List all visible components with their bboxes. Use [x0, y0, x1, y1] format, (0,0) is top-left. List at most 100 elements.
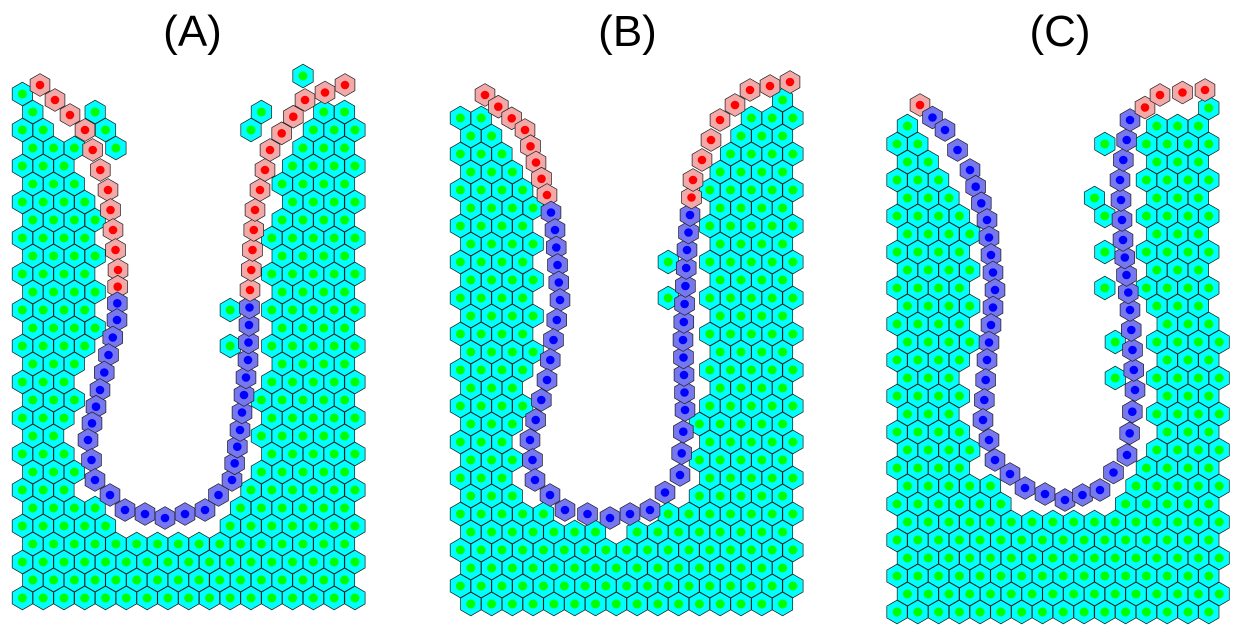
stroma-cell: [1146, 185, 1168, 211]
stroma-cell: [959, 473, 981, 499]
stroma-cell: [886, 527, 908, 553]
stroma-cell: [53, 189, 75, 215]
stroma-cell: [1187, 257, 1209, 283]
stroma-cell: [1083, 509, 1105, 535]
stroma-cell: [449, 177, 471, 203]
stroma-cell: [449, 249, 471, 275]
stroma-cell: [261, 297, 283, 323]
stroma-cell: [512, 537, 534, 563]
stem-cell: [114, 498, 136, 522]
stroma-cell: [1135, 491, 1157, 517]
stroma-cell: [699, 393, 721, 419]
stroma-cell: [1198, 275, 1220, 301]
stroma-cell: [292, 315, 314, 341]
stroma-cell: [250, 99, 272, 125]
stem-cell: [674, 292, 695, 316]
stroma-cell: [917, 329, 939, 355]
stroma-cell: [74, 261, 96, 287]
stroma-cell: [94, 117, 117, 143]
stroma-cell: [1156, 527, 1178, 553]
stroma-cell: [271, 531, 293, 557]
stroma-cell: [84, 567, 106, 593]
differentiated-cell: [271, 121, 292, 146]
stroma-cell: [63, 279, 85, 305]
stroma-cell: [209, 567, 231, 593]
stroma-cell: [460, 303, 482, 329]
stroma-cell: [11, 513, 33, 539]
stroma-cell: [1073, 599, 1095, 625]
stroma-cell: [761, 177, 783, 203]
stem-cell: [102, 325, 123, 350]
stroma-cell: [22, 171, 44, 197]
stroma-cell: [668, 591, 690, 617]
stroma-cell: [1198, 419, 1220, 445]
stroma-cell: [626, 555, 648, 581]
stroma-cell: [53, 225, 75, 251]
stroma-cell: [969, 599, 991, 625]
stroma-cell: [896, 293, 918, 319]
stroma-cell: [907, 239, 929, 265]
stroma-cell: [1156, 167, 1178, 193]
stroma-cell: [323, 153, 345, 179]
stroma-cell: [136, 549, 158, 575]
stroma-cell: [292, 279, 314, 305]
stroma-cell: [323, 261, 345, 287]
stroma-cell: [292, 63, 314, 89]
stroma-cell: [43, 207, 65, 233]
stroma-cell: [751, 231, 773, 257]
differentiated-cell: [254, 158, 276, 182]
stroma-cell: [460, 339, 482, 365]
differentiated-cell: [249, 178, 271, 202]
stroma-cell: [990, 527, 1012, 553]
stroma-cell: [1167, 221, 1189, 247]
stroma-cell: [292, 351, 314, 377]
stroma-cell: [460, 231, 482, 257]
stroma-cell: [740, 501, 762, 527]
stroma-cell: [928, 455, 950, 481]
stroma-cell: [460, 195, 482, 221]
stroma-cell: [1177, 347, 1199, 373]
stroma-cell: [543, 555, 565, 581]
stroma-cell: [782, 357, 804, 383]
stem-cell: [238, 313, 260, 337]
stroma-cell: [323, 225, 345, 251]
stroma-cell: [32, 405, 54, 431]
stroma-cell: [938, 581, 960, 607]
stroma-cell: [709, 195, 731, 221]
stroma-cell: [1208, 545, 1230, 571]
stem-cell: [546, 308, 567, 332]
stroma-cell: [240, 549, 262, 575]
stroma-cell: [344, 585, 366, 611]
stroma-cell: [917, 509, 939, 535]
stroma-cell: [11, 153, 33, 179]
stroma-cell: [1187, 401, 1209, 427]
stroma-cell: [344, 369, 366, 395]
stroma-cell: [302, 225, 324, 251]
stem-cell: [233, 383, 255, 407]
stroma-cell: [334, 351, 356, 377]
stroma-cell: [938, 437, 960, 463]
stroma-cell: [74, 549, 96, 575]
stroma-cell: [668, 519, 690, 545]
stroma-cell: [22, 531, 44, 557]
stem-cell: [1111, 208, 1133, 232]
stroma-cell: [1208, 437, 1230, 463]
stroma-cell: [699, 285, 721, 311]
stroma-cell: [470, 285, 492, 311]
stroma-cell: [1052, 599, 1074, 625]
stroma-cell: [740, 177, 762, 203]
stroma-cell: [323, 405, 345, 431]
stroma-cell: [1187, 473, 1209, 499]
differentiated-cell: [739, 78, 761, 102]
stroma-cell: [709, 483, 731, 509]
stroma-cell: [782, 249, 804, 275]
stroma-cell: [334, 171, 356, 197]
stroma-cell: [928, 203, 950, 229]
stroma-cell: [219, 297, 241, 323]
stroma-cell: [22, 135, 44, 161]
stem-cell: [543, 328, 564, 352]
stroma-cell: [907, 347, 929, 373]
stroma-cell: [334, 315, 356, 341]
stroma-cell: [302, 405, 324, 431]
stroma-cell: [740, 213, 762, 239]
